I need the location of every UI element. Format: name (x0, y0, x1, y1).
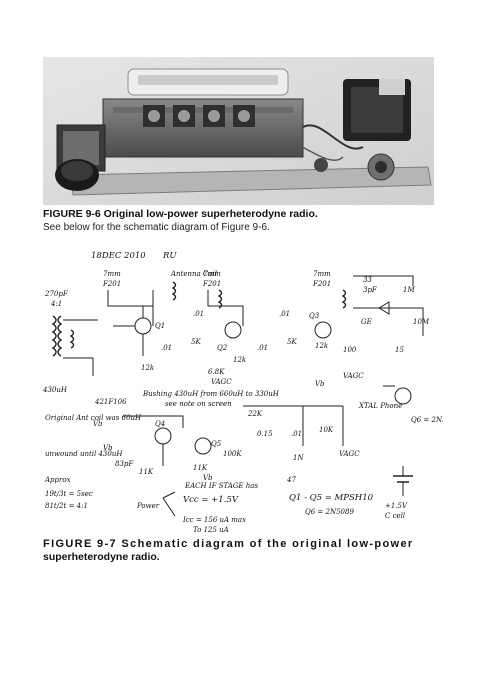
label-11k-b: 11K (193, 464, 208, 472)
label-vb-d: Vb (203, 474, 213, 482)
label-r47: 47 (286, 476, 296, 484)
label-r10k: 10K (319, 426, 334, 434)
label-unit-a: +1.5V (385, 502, 408, 510)
label-ant-cap: 270pF (44, 290, 69, 298)
label-q6: Q6 = 2N5089 (411, 416, 443, 424)
label-vagc-b: VAGC (339, 450, 360, 458)
label-c15: 15 (395, 346, 404, 354)
radio-photo (43, 57, 434, 205)
label-f201-c: F201 (312, 280, 331, 288)
label-7mm-c: 7mm (313, 270, 331, 278)
label-7mm-b: 7mm (203, 270, 221, 278)
label-vb-c: Vb (103, 444, 113, 452)
note-ratio2: 81t/2t = 4:1 (45, 502, 88, 510)
schematic-diagram: 18DEC 2010 RU 270pF 4:1 430uH 7mm F201 A… (43, 246, 443, 534)
label-c83: 83pF (115, 460, 134, 468)
note-each-if: EACH IF STAGE has (184, 482, 258, 490)
label-f201-b: F201 (202, 280, 221, 288)
label-c01-c: .01 (257, 344, 268, 352)
label-r1m: 1M (403, 286, 415, 294)
label-c01-a: .01 (161, 344, 172, 352)
label-q3: Q3 (309, 312, 320, 320)
note-original-ant: Original Ant coil was 60uH (45, 414, 142, 422)
note-q6-type: Q6 = 2N5089 (305, 508, 354, 516)
figure6-subtitle: See below for the schematic diagram of F… (43, 222, 270, 233)
label-unit-b: C cell (385, 512, 405, 520)
label-ge: GE (361, 318, 372, 326)
label-5k-a: 5K (191, 338, 201, 346)
label-ant-mod: Antenna Coil (170, 270, 217, 278)
note-icc: Icc = 156 uA max (182, 516, 246, 524)
figure7-subtitle: superheterodyne radio. (43, 551, 160, 563)
label-q2: Q2 (217, 344, 228, 352)
label-c1n: 1N (293, 454, 304, 462)
label-12k-b: 12k (233, 356, 246, 364)
label-vagc-a: VAGC (211, 378, 232, 386)
note-unwound: unwound until 430uH (45, 450, 123, 458)
label-vb-a: Vb (315, 380, 325, 388)
label-c01-b: .01 (193, 310, 204, 318)
schematic-author: RU (162, 251, 177, 261)
note-q1q5: Q1 - Q5 = MPSH10 (289, 493, 374, 503)
label-6k8: 6.8K (208, 368, 225, 376)
figure6-title: FIGURE 9-6 Original low-power superheter… (43, 208, 318, 220)
label-ratio: 4:1 (50, 300, 62, 308)
label-11k-a: 11K (139, 468, 154, 476)
label-vb-b: Vb (93, 420, 103, 428)
label-vagc-c: VAGC (343, 372, 364, 380)
note-vcc: Vcc = +1.5V (183, 495, 239, 505)
note-approx: Approx (44, 476, 71, 484)
label-f201-a: F201 (102, 280, 121, 288)
label-r10m: 10M (413, 318, 430, 326)
schematic-date: 18DEC 2010 (91, 251, 146, 261)
label-q1: Q1 (155, 322, 165, 330)
note-icc2: To 125 uA (193, 526, 229, 534)
label-c01-e: .01 (291, 430, 302, 438)
label-coil-430: 430uH (43, 386, 68, 394)
figure7-title: FIGURE 9-7 Schematic diagram of the orig… (43, 538, 414, 550)
note-power: Power (136, 502, 160, 510)
label-ifcoil: 421F106 (94, 398, 127, 406)
label-r100: 100 (343, 346, 357, 354)
label-12k-c: 12k (315, 342, 328, 350)
label-r100k: 100K (223, 450, 242, 458)
note-bushing: Bushing 430uH from 660uH to 330uH (142, 390, 280, 398)
note-see: see note on screen (165, 400, 232, 408)
label-q5: Q5 (211, 440, 222, 448)
label-3pf: 3pF (363, 286, 378, 294)
label-r22k: 22K (247, 410, 263, 418)
label-c015: 0.15 (257, 430, 273, 438)
note-ratio1: 19t/3t = 5sec (45, 490, 93, 498)
label-5k-b: 5K (287, 338, 297, 346)
label-xtal: XTAL Phone (358, 402, 402, 410)
label-c33: 33 (363, 276, 372, 284)
label-12k-a: 12k (141, 364, 154, 372)
label-7mm-a: 7mm (103, 270, 121, 278)
label-q4: Q4 (155, 420, 165, 428)
label-c01-d: .01 (279, 310, 290, 318)
